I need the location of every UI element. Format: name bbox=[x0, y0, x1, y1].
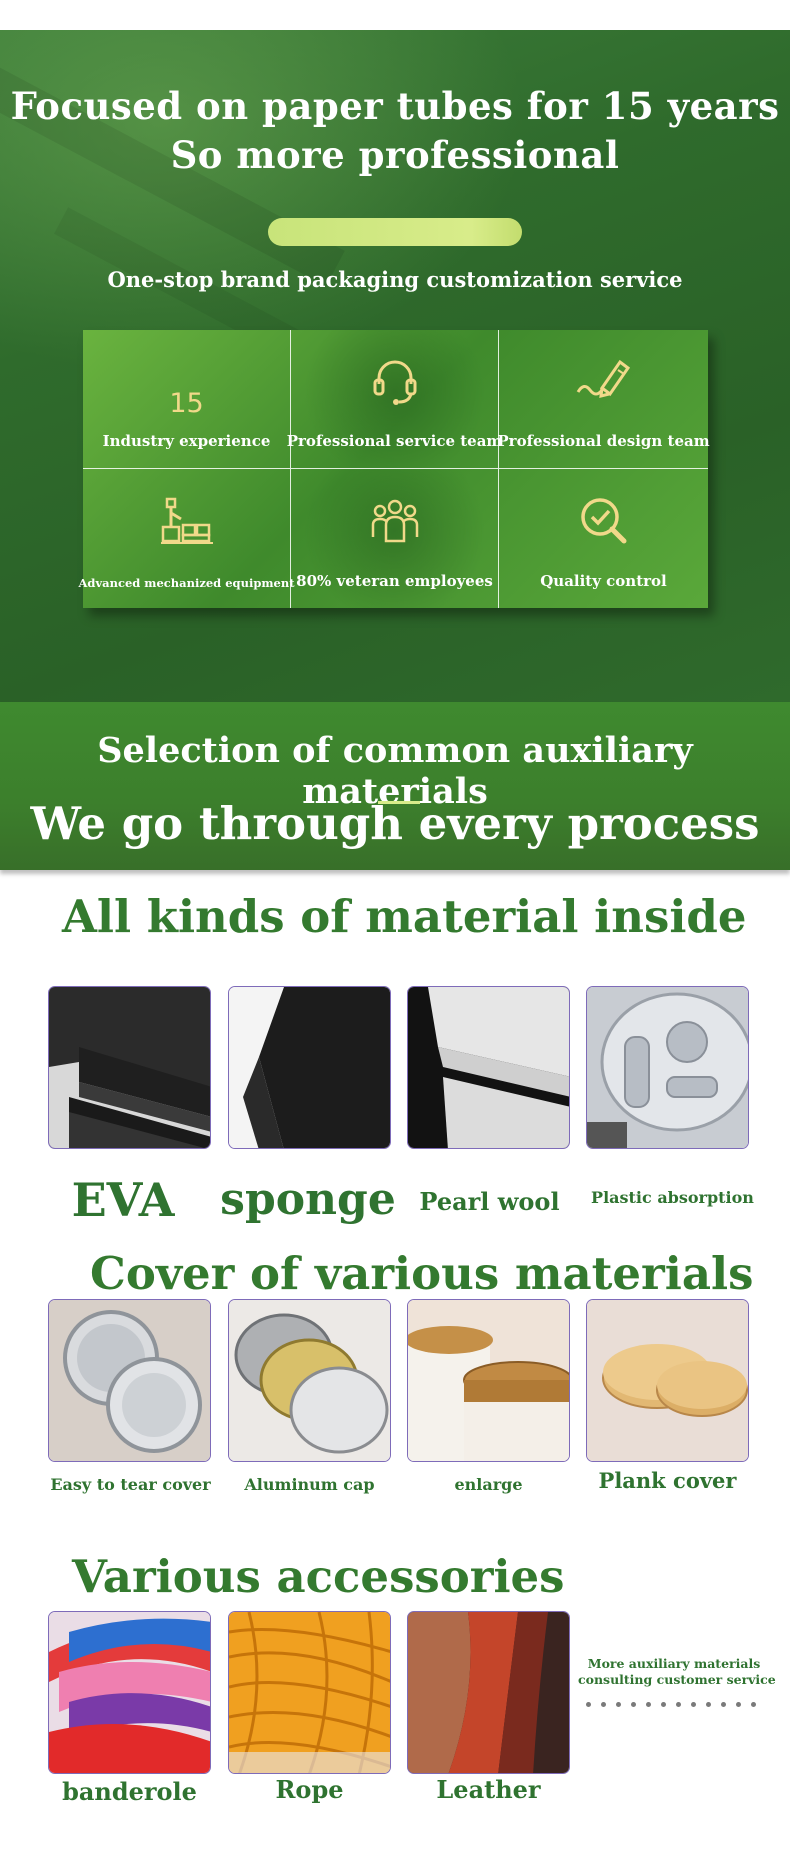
hero-section: Focused on paper tubes for 15 years So m… bbox=[0, 30, 790, 702]
more-materials-note: More auxiliary materials bbox=[587, 1656, 761, 1671]
band-subtitle: We go through every process bbox=[30, 797, 760, 850]
sponge-image bbox=[228, 986, 391, 1149]
easy-tear-cover-label: Easy to tear cover bbox=[50, 1475, 211, 1494]
plastic-absorption-label: Plastic absorption bbox=[591, 1188, 754, 1207]
feature-mechanized-equipment: Advanced mechanized equipment bbox=[78, 469, 295, 608]
leather-image bbox=[407, 1611, 570, 1774]
pen-icon bbox=[576, 359, 630, 398]
magnifier-check-icon bbox=[580, 498, 626, 544]
enlarge-image bbox=[407, 1299, 570, 1462]
rope-label: Rope bbox=[275, 1775, 344, 1804]
feature-quality-control: Quality control bbox=[499, 469, 708, 608]
rope-image bbox=[228, 1611, 391, 1774]
consult-service-note: consulting customer service bbox=[578, 1672, 776, 1687]
band-divider bbox=[378, 801, 420, 804]
easy-tear-cover-image bbox=[48, 1299, 211, 1462]
eva-label: EVA bbox=[71, 1173, 175, 1227]
feature-label: Advanced mechanized equipment bbox=[78, 576, 295, 590]
banderole-image bbox=[48, 1611, 211, 1774]
pearl-wool-label: Pearl wool bbox=[419, 1187, 560, 1216]
tagline: One-stop brand packaging customization s… bbox=[107, 267, 683, 292]
eva-image bbox=[48, 986, 211, 1149]
feature-grid: 15 Industry experience Professional serv… bbox=[78, 330, 710, 608]
plank-cover-label: Plank cover bbox=[598, 1468, 737, 1493]
feature-label: Industry experience bbox=[102, 432, 271, 450]
feature-label: 80% veteran employees bbox=[296, 572, 493, 590]
experience-number: 15 bbox=[169, 388, 204, 419]
auxiliary-band: Selection of common auxiliary materials … bbox=[0, 702, 790, 870]
accessories-title: Various accessories bbox=[72, 1550, 565, 1603]
covers-title: Cover of various materials bbox=[90, 1247, 754, 1300]
feature-label: Professional design team bbox=[497, 432, 710, 450]
sponge-label: sponge bbox=[220, 1174, 396, 1225]
feature-service-team: Professional service team bbox=[287, 330, 502, 469]
feature-design-team: Professional design team bbox=[497, 330, 710, 469]
hero-subtitle: So more professional bbox=[170, 133, 620, 177]
feature-label: Quality control bbox=[540, 572, 667, 590]
materials-title: All kinds of material inside bbox=[62, 890, 747, 943]
plastic-absorption-image bbox=[586, 986, 749, 1149]
hero-title: Focused on paper tubes for 15 years bbox=[10, 84, 780, 128]
robot-arm-icon bbox=[160, 497, 213, 544]
feature-label: Professional service team bbox=[286, 432, 503, 450]
aluminum-cap-image bbox=[228, 1299, 391, 1462]
leather-label: Leather bbox=[436, 1775, 541, 1804]
banderole-label: banderole bbox=[62, 1777, 197, 1806]
band-title: Selection of common auxiliary materials bbox=[97, 730, 693, 812]
plank-cover-image bbox=[586, 1299, 749, 1462]
pearl-wool-image bbox=[407, 986, 570, 1149]
headset-icon bbox=[373, 360, 416, 405]
aluminum-cap-label: Aluminum cap bbox=[244, 1475, 375, 1494]
feature-industry-experience: 15 Industry experience bbox=[83, 330, 291, 469]
feature-veteran-employees: 80% veteran employees bbox=[291, 469, 499, 608]
more-dots bbox=[586, 1702, 756, 1712]
enlarge-label: enlarge bbox=[454, 1475, 523, 1494]
decorative-pill bbox=[268, 218, 522, 246]
team-icon bbox=[371, 499, 418, 543]
